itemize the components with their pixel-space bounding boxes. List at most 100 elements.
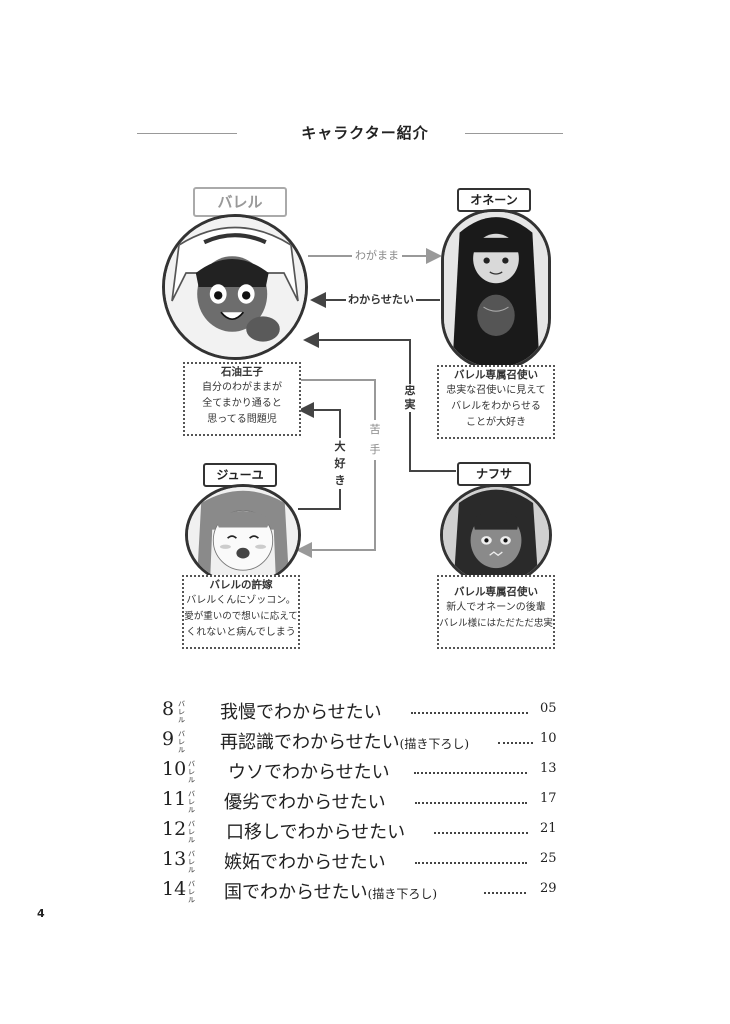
- desc-line: バレルくんにゾッコン。: [186, 595, 296, 606]
- chapter-page: 17: [540, 791, 557, 806]
- chapter-title: 口移しでわからせたい: [226, 818, 405, 844]
- desc-line: 愛が重いので想いに応えて: [184, 611, 298, 622]
- relation-label-wakarasetai: わからせたい: [346, 293, 416, 307]
- relation-label-nigate: 苦 手: [367, 420, 383, 460]
- chapter-title: 優劣でわからせたい: [224, 788, 386, 814]
- desc-line: バレルをわからせる: [451, 401, 541, 412]
- desc-line: バレル様にはただただ忠実: [439, 618, 553, 629]
- desc-line: 全てまかり通ると: [202, 398, 282, 409]
- chujitsu-char-1: 忠: [404, 384, 416, 397]
- chapter-title: 嫉妬でわからせたい: [224, 848, 386, 874]
- barel-bottom: レル: [178, 708, 185, 724]
- portrait-barel: [162, 214, 308, 360]
- barel-bottom: レル: [188, 768, 195, 784]
- toc-leader-dots: [415, 862, 527, 864]
- arrow-nigate: [296, 379, 376, 558]
- desc-line: 思ってる問題児: [207, 414, 277, 425]
- character-desc-nafusa: バレル専属召使い 新人でオネーンの後輩 バレル様にはただただ忠実: [437, 575, 555, 649]
- toc-row[interactable]: 14 バレル 国でわからせたい(描き下ろし) 29: [162, 878, 562, 904]
- barel-top: バ: [188, 880, 195, 888]
- character-desc-onen: バレル専属召使い 忠実な召使いに見えて バレルをわからせる ことが大好き: [437, 365, 555, 439]
- desc-line: くれないと病んでしまう: [186, 627, 296, 638]
- portrait-juyu: [185, 484, 301, 586]
- toc-row[interactable]: 8 バレル 我慢でわからせたい 05: [162, 698, 562, 724]
- daisuki-char-2: 好: [334, 457, 346, 470]
- character-name-barel: バレル: [193, 187, 287, 217]
- chapter-page: 10: [540, 731, 557, 746]
- chapter-barel-label: バレル: [188, 820, 198, 844]
- chapter-page: 29: [540, 881, 557, 896]
- toc-row[interactable]: 9 バレル 再認識でわからせたい(描き下ろし) 10: [162, 728, 562, 754]
- relation-label-wagamama: わがまま: [352, 249, 402, 263]
- desc-line: 新人でオネーンの後輩: [446, 602, 546, 613]
- toc-leader-dots: [434, 832, 528, 834]
- desc-title-onen: バレル専属召使い: [454, 369, 538, 381]
- page-heading: キャラクター紹介: [301, 124, 429, 142]
- chapter-number: 10: [162, 758, 187, 780]
- nafusa-illustration: [443, 487, 549, 583]
- toc-row[interactable]: 10 バレル ウソでわからせたい 13: [162, 758, 562, 784]
- barel-illustration: [165, 217, 305, 357]
- portrait-nafusa: [440, 484, 552, 586]
- toc-leader-dots: [498, 742, 533, 744]
- barel-top: バ: [178, 700, 185, 708]
- chapter-title-main: ウソでわからせたい: [228, 762, 390, 783]
- barel-bottom: レル: [188, 888, 195, 904]
- chapter-number: 13: [162, 848, 187, 870]
- chapter-title-sub: (描き下ろし): [367, 887, 438, 901]
- chapter-title-main: 優劣でわからせたい: [224, 792, 386, 813]
- juyu-illustration: [188, 487, 298, 583]
- heading-rule-left: [137, 133, 237, 134]
- barel-top: バ: [178, 730, 185, 738]
- daisuki-char-3: き: [334, 474, 346, 487]
- portrait-onen: [441, 209, 551, 370]
- barel-bottom: レル: [188, 858, 195, 874]
- toc-leader-dots: [414, 772, 527, 774]
- barel-top: バ: [188, 760, 195, 768]
- chapter-barel-label: バレル: [188, 880, 198, 904]
- barel-bottom: レル: [188, 798, 195, 814]
- nigate-char-2: 手: [369, 443, 381, 456]
- onen-illustration: [444, 212, 548, 367]
- chapter-page: 13: [540, 761, 557, 776]
- desc-title-juyu: バレルの許嫁: [209, 579, 273, 591]
- character-desc-juyu: バレルの許嫁 バレルくんにゾッコン。 愛が重いので想いに応えて くれないと病んで…: [182, 575, 300, 649]
- chapter-title: ウソでわからせたい: [228, 758, 390, 784]
- desc-line: 自分のわがままが: [202, 382, 282, 393]
- chapter-barel-label: バレル: [178, 700, 188, 724]
- nigate-char-1: 苦: [369, 423, 381, 436]
- chapter-title-main: 口移しでわからせたい: [226, 822, 406, 843]
- chapter-page: 25: [540, 851, 557, 866]
- toc-leader-dots: [415, 802, 527, 804]
- chapter-title-sub: (描き下ろし): [399, 737, 470, 751]
- relation-label-chujitsu: 忠 実: [402, 384, 418, 412]
- character-desc-barel: 石油王子 自分のわがままが 全てまかり通ると 思ってる問題児: [183, 362, 301, 436]
- toc-row[interactable]: 13 バレル 嫉妬でわからせたい 25: [162, 848, 562, 874]
- chapter-page: 21: [540, 821, 557, 836]
- chapter-number: 11: [162, 788, 187, 810]
- chapter-barel-label: バレル: [178, 730, 188, 754]
- toc-row[interactable]: 12 バレル 口移しでわからせたい 21: [162, 818, 562, 844]
- chapter-title-main: 国でわからせたい: [224, 882, 368, 903]
- toc-leader-dots: [484, 892, 526, 894]
- toc-row[interactable]: 11 バレル 優劣でわからせたい 17: [162, 788, 562, 814]
- chapter-title-main: 我慢でわからせたい: [220, 702, 382, 723]
- daisuki-char-1: 大: [334, 440, 346, 453]
- desc-title-nafusa: バレル専属召使い: [454, 586, 538, 598]
- barel-bottom: レル: [178, 738, 185, 754]
- barel-top: バ: [188, 790, 195, 798]
- chapter-number: 14: [162, 878, 187, 900]
- chapter-number: 12: [162, 818, 187, 840]
- barel-bottom: レル: [188, 828, 195, 844]
- desc-line: 忠実な召使いに見えて: [446, 385, 546, 396]
- relation-label-daisuki: 大 好 き: [332, 438, 348, 489]
- character-name-juyu: ジューユ: [203, 463, 277, 487]
- toc-leader-dots: [411, 712, 528, 714]
- chapter-number: 9: [162, 728, 175, 750]
- character-name-onen: オネーン: [457, 188, 531, 212]
- chapter-title-main: 嫉妬でわからせたい: [224, 852, 386, 873]
- desc-line: ことが大好き: [466, 417, 526, 428]
- character-name-nafusa: ナフサ: [457, 462, 531, 486]
- barel-top: バ: [188, 850, 195, 858]
